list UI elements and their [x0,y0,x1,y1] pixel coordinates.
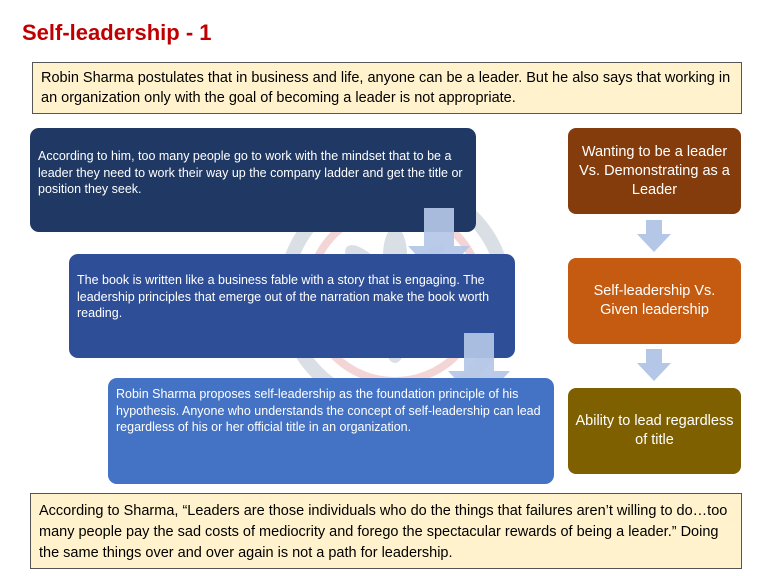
process-step-1: Wanting to be a leader Vs. Demonstrating… [568,128,741,214]
info-block-3: Robin Sharma proposes self-leadership as… [108,378,554,484]
down-arrow-icon [637,349,671,381]
page-title: Self-leadership - 1 [22,20,212,45]
quote-note: According to Sharma, “Leaders are those … [30,493,742,569]
info-block-1: According to him, too many people go to … [30,128,476,232]
info-block-2: The book is written like a business fabl… [69,254,515,358]
process-step-2: Self-leadership Vs. Given leadership [568,258,741,344]
process-step-3: Ability to lead regardless of title [568,388,741,474]
intro-note: Robin Sharma postulates that in business… [32,62,742,114]
down-arrow-icon [637,220,671,252]
